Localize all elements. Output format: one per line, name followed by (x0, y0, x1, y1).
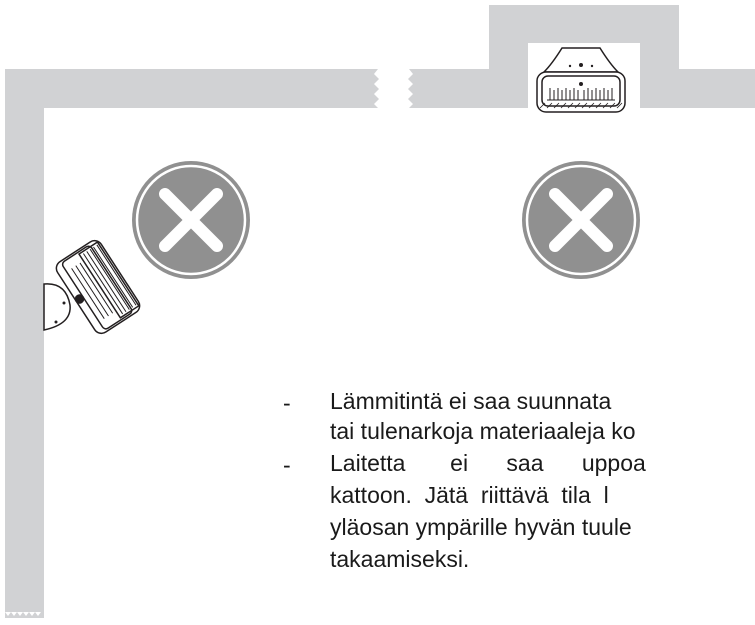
recessed-ceiling (408, 5, 755, 108)
instruction-2-line-2: kattoon. Jätä riittävä tila l (330, 482, 609, 508)
bullet-dash: - (283, 452, 291, 478)
instruction-1-line-2: tai tulenarkoja materiaaleja ko (330, 418, 636, 444)
left-wall (5, 69, 379, 612)
prohibited-cross-icon (132, 161, 250, 279)
instruction-2-line-3: yläosan ympärille hyvän tuule (330, 514, 632, 540)
ceiling-mounted-heater-icon (536, 47, 626, 113)
wall-mounted-heater-icon (43, 239, 141, 335)
wall-break-edge (5, 612, 44, 618)
bullet-dash: - (283, 390, 291, 416)
instruction-1-line-1: Lämmitintä ei saa suunnata (330, 388, 612, 414)
prohibited-cross-icon (522, 161, 640, 279)
instruction-2-line-4: takaamiseksi. (330, 546, 470, 572)
instruction-2-line-1: Laitetta ei saa uppoa (330, 450, 646, 476)
